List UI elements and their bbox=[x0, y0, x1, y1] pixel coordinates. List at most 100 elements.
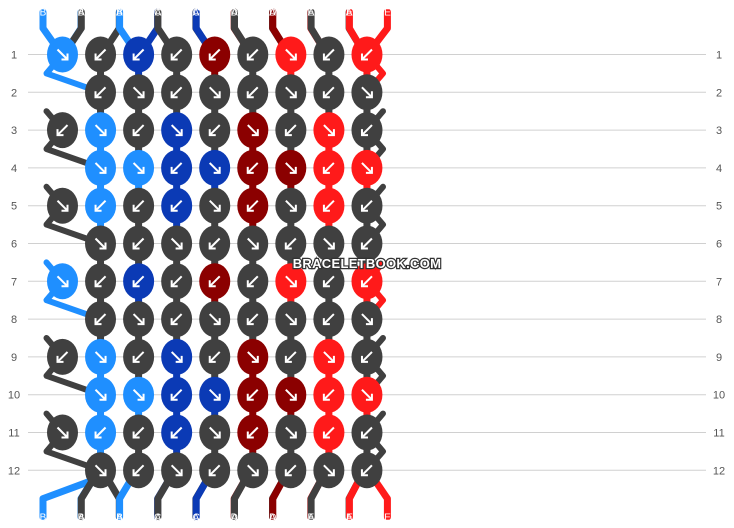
knot bbox=[85, 376, 116, 413]
strand-letter: A bbox=[269, 513, 276, 524]
knot bbox=[199, 338, 231, 375]
strand-end bbox=[307, 476, 325, 521]
arrow-down-left-icon bbox=[322, 275, 335, 288]
knot bbox=[237, 112, 269, 149]
arrow-down-right-icon bbox=[209, 426, 221, 439]
arrow-down-left-icon bbox=[246, 48, 259, 61]
strand-letter: E bbox=[307, 513, 314, 524]
knot bbox=[351, 414, 383, 451]
arrow-down-left-icon bbox=[94, 48, 107, 61]
strand-letter: A bbox=[78, 513, 85, 524]
row-number: 6 bbox=[11, 239, 17, 251]
knot bbox=[237, 74, 269, 111]
arrow-down-right-icon bbox=[94, 162, 107, 174]
arrow-down-left-icon bbox=[132, 48, 145, 61]
knot bbox=[161, 301, 193, 338]
knot bbox=[351, 149, 383, 186]
row-number: 9 bbox=[11, 352, 17, 364]
knot bbox=[85, 74, 116, 111]
knot bbox=[275, 149, 307, 186]
strand-letter: B bbox=[78, 513, 85, 524]
knot bbox=[199, 452, 231, 489]
arrow-down-left-icon bbox=[246, 86, 259, 99]
knot bbox=[161, 414, 193, 451]
arrow-down-left-icon bbox=[170, 313, 183, 326]
strand-end bbox=[67, 8, 85, 48]
knot bbox=[123, 225, 155, 262]
arrow-down-right-icon bbox=[170, 464, 183, 477]
row-number: 10 bbox=[713, 390, 725, 402]
knot bbox=[313, 263, 345, 300]
arrow-down-right-icon bbox=[247, 124, 259, 137]
knot bbox=[237, 263, 269, 300]
row-number: 3 bbox=[716, 125, 722, 137]
arrow-down-right-icon bbox=[323, 464, 335, 477]
knot-grid bbox=[47, 36, 383, 489]
knot bbox=[161, 36, 193, 73]
arrow-down-right-icon bbox=[285, 48, 297, 61]
row-number: 1 bbox=[11, 50, 17, 62]
arrow-down-right-icon bbox=[361, 388, 373, 401]
arrow-down-left-icon bbox=[284, 237, 297, 250]
knot bbox=[313, 149, 345, 186]
arrow-down-left-icon bbox=[208, 351, 221, 363]
knot bbox=[199, 263, 231, 300]
row-number: 8 bbox=[716, 314, 722, 326]
knot bbox=[275, 36, 307, 73]
arrow-down-right-icon bbox=[94, 388, 107, 401]
row-number: 8 bbox=[11, 314, 17, 326]
arrow-down-left-icon bbox=[94, 426, 107, 439]
arrow-down-right-icon bbox=[323, 351, 335, 363]
arrow-down-left-icon bbox=[170, 275, 183, 288]
strand-letter: A bbox=[231, 513, 238, 524]
arrow-down-left-icon bbox=[208, 464, 221, 477]
knot bbox=[237, 36, 269, 73]
knot bbox=[275, 112, 307, 149]
knot bbox=[161, 187, 193, 224]
knot bbox=[275, 263, 307, 300]
knot bbox=[237, 187, 269, 224]
knot bbox=[123, 452, 155, 489]
knot bbox=[199, 74, 231, 111]
strand-letter: B bbox=[78, 8, 85, 19]
arrow-down-left-icon bbox=[132, 199, 145, 212]
arrow-down-left-icon bbox=[360, 464, 373, 477]
arrow-down-right-icon bbox=[56, 48, 69, 61]
strand-letter: D bbox=[231, 8, 238, 19]
arrow-down-left-icon bbox=[208, 124, 221, 137]
strand-end bbox=[269, 476, 287, 521]
strand-letter: C bbox=[154, 513, 161, 524]
arrow-down-right-icon bbox=[94, 124, 107, 137]
knot bbox=[123, 74, 155, 111]
arrow-down-left-icon bbox=[208, 48, 221, 61]
arrow-down-left-icon bbox=[360, 351, 373, 363]
arrow-down-left-icon bbox=[94, 313, 107, 326]
row-number: 12 bbox=[8, 465, 20, 477]
knot bbox=[351, 376, 383, 413]
arrow-down-left-icon bbox=[246, 313, 259, 326]
arrow-down-right-icon bbox=[170, 351, 183, 363]
arrow-down-left-icon bbox=[360, 275, 373, 288]
knot bbox=[313, 414, 345, 451]
arrow-down-right-icon bbox=[361, 162, 373, 174]
arrow-down-right-icon bbox=[285, 426, 297, 439]
arrow-down-left-icon bbox=[322, 199, 335, 212]
arrow-down-left-icon bbox=[246, 275, 259, 288]
arrow-down-left-icon bbox=[170, 162, 183, 174]
arrow-down-left-icon bbox=[170, 199, 183, 212]
arrow-down-right-icon bbox=[56, 275, 69, 288]
strand-end bbox=[116, 476, 135, 521]
knot bbox=[123, 263, 155, 300]
row-number: 5 bbox=[716, 201, 722, 213]
knot bbox=[313, 74, 345, 111]
knot bbox=[123, 149, 155, 186]
arrow-down-right-icon bbox=[132, 388, 145, 401]
strand-end bbox=[192, 8, 211, 48]
strand-letter: E bbox=[307, 8, 314, 19]
knot bbox=[275, 452, 307, 489]
strand-end bbox=[154, 8, 173, 48]
knot bbox=[123, 187, 155, 224]
arrow-down-left-icon bbox=[132, 124, 145, 137]
arrow-down-left-icon bbox=[360, 199, 373, 212]
